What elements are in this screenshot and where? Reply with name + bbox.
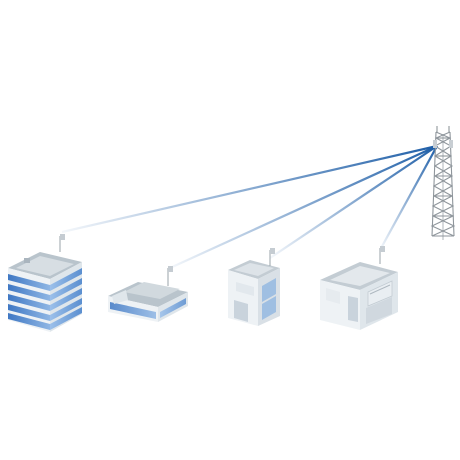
link-building-4 [379,145,438,251]
antenna-icon [269,248,275,266]
office-tower-icon [8,234,82,332]
link-building-3 [269,145,438,259]
lattice-tower-icon [430,126,456,240]
low-rise-office-icon [108,266,188,322]
antenna-icon [167,266,173,286]
glass-floors [8,268,82,330]
antenna-icon [379,246,385,264]
house-icon [320,246,398,330]
mid-rise-building-icon [228,248,280,326]
link-building-2 [169,144,438,270]
link-building-1 [61,144,438,234]
antenna-icon [59,234,65,252]
wireless-links [61,144,438,270]
